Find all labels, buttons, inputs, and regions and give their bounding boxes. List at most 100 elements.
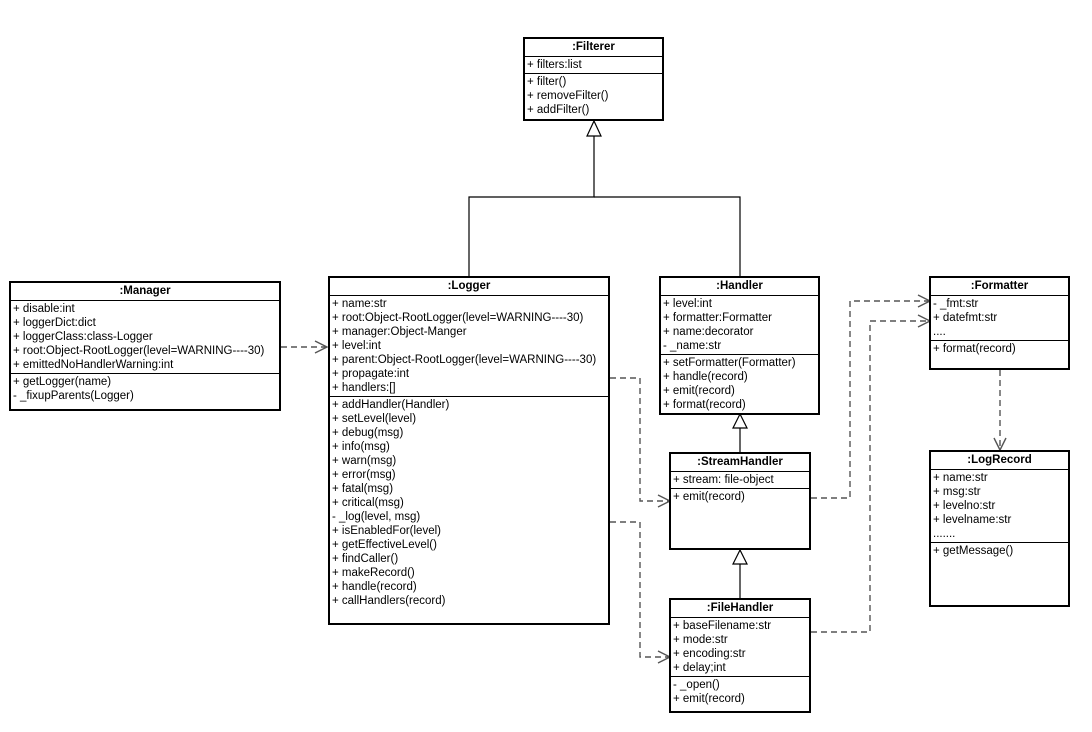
attribute: + baseFilename:str [673, 620, 772, 632]
method: + handle(record) [332, 581, 417, 593]
attribute: + emittedNoHandlerWarning:int [13, 359, 174, 371]
method: + emit(record) [673, 491, 745, 503]
method: + info(msg) [332, 441, 390, 453]
attribute: + root:Object-RootLogger(level=WARNING--… [332, 312, 584, 324]
class-name: :Formatter [931, 278, 1068, 296]
method: + setFormatter(Formatter) [663, 357, 796, 369]
attribute: .... [933, 326, 946, 338]
attribute: + msg:str [933, 486, 981, 498]
method: + callHandlers(record) [332, 595, 446, 607]
class-name: :Manager [11, 283, 279, 301]
method: + emit(record) [663, 385, 735, 397]
attribute: + loggerDict:dict [13, 317, 96, 329]
attribute: + name:decorator [663, 326, 754, 338]
class-filehandler[interactable]: :FileHandler + baseFilename:str + mode:s… [669, 598, 811, 713]
attributes-section: - _fmt:str + datefmt:str .... [931, 296, 1068, 341]
class-handler[interactable]: :Handler + level:int + formatter:Formatt… [659, 276, 820, 415]
class-name: :Handler [661, 278, 818, 296]
attributes-section: + baseFilename:str + mode:str + encoding… [671, 618, 809, 677]
generalization-handler-filterer [594, 196, 741, 276]
method: + getEffectiveLevel() [332, 539, 437, 551]
attribute: ....... [933, 528, 956, 540]
method: + filter() [527, 76, 567, 88]
method: + critical(msg) [332, 497, 404, 509]
attributes-section: + level:int + formatter:Formatter + name… [661, 296, 818, 355]
method: - _log(level, msg) [332, 511, 421, 523]
methods-section: + emit(record) [671, 489, 809, 505]
attribute: + levelno:str [933, 500, 996, 512]
method: + removeFilter() [527, 90, 609, 102]
attribute: - _name:str [663, 340, 722, 352]
method: - _open() [673, 679, 720, 691]
dependency-logger-streamhandler [610, 377, 669, 502]
methods-section: + format(record) [931, 341, 1068, 357]
attribute: + name:str [332, 298, 387, 310]
class-streamhandler[interactable]: :StreamHandler + stream: file-object + e… [669, 452, 811, 550]
attribute: + root:Object-RootLogger(level=WARNING--… [13, 345, 265, 357]
attribute: + datefmt:str [933, 312, 998, 324]
class-name: :LogRecord [931, 452, 1068, 470]
attribute: + stream: file-object [673, 474, 774, 486]
method: + warn(msg) [332, 455, 397, 467]
methods-section: + getLogger(name) - _fixupParents(Logger… [11, 374, 279, 404]
methods-section: + setFormatter(Formatter) + handle(recor… [661, 355, 818, 413]
dependency-arrowhead-logger [314, 340, 329, 354]
attribute: + loggerClass:class-Logger [13, 331, 153, 343]
methods-section: - _open() + emit(record) [671, 677, 809, 707]
method: + addFilter() [527, 104, 590, 116]
method: + makeRecord() [332, 567, 415, 579]
method: - _fixupParents(Logger) [13, 390, 134, 402]
attribute: - _fmt:str [933, 298, 979, 310]
generalization-logger-filterer [468, 136, 595, 276]
method: + handle(record) [663, 371, 748, 383]
class-formatter[interactable]: :Formatter - _fmt:str + datefmt:str ....… [929, 276, 1070, 370]
class-name: :FileHandler [671, 600, 809, 618]
class-logrecord[interactable]: :LogRecord + name:str + msg:str + leveln… [929, 450, 1070, 607]
generalization-arrowhead-streamhandler [732, 548, 748, 565]
method: + getMessage() [933, 545, 1014, 557]
attribute: + parent:Object-RootLogger(level=WARNING… [332, 354, 597, 366]
attribute: + delay;int [673, 662, 726, 674]
method: + error(msg) [332, 469, 396, 481]
methods-section: + getMessage() [931, 543, 1068, 559]
method: + format(record) [663, 399, 746, 411]
attributes-section: + disable:int + loggerDict:dict + logger… [11, 301, 279, 374]
method: + format(record) [933, 343, 1016, 355]
method: + emit(record) [673, 693, 745, 705]
attribute: + encoding:str [673, 648, 746, 660]
class-name: :Filterer [525, 39, 662, 57]
dependency-filehandler-formatter [811, 320, 929, 633]
attribute: + filters:list [527, 59, 582, 71]
attribute: + levelname:str [933, 514, 1012, 526]
method: + debug(msg) [332, 427, 404, 439]
methods-section: + addHandler(Handler) + setLevel(level) … [330, 397, 608, 609]
attributes-section: + filters:list [525, 57, 662, 74]
attribute: + propagate:int [332, 368, 410, 380]
method: + setLevel(level) [332, 413, 417, 425]
generalization-arrowhead-filterer [586, 119, 602, 137]
method: + isEnabledFor(level) [332, 525, 441, 537]
attribute: + handlers:[] [332, 382, 396, 394]
attribute: + level:int [663, 298, 712, 310]
attribute: + mode:str [673, 634, 728, 646]
methods-section: + filter() + removeFilter() + addFilter(… [525, 74, 662, 118]
attribute: + name:str [933, 472, 988, 484]
method: + findCaller() [332, 553, 399, 565]
class-filterer[interactable]: :Filterer + filters:list + filter() + re… [523, 37, 664, 121]
attributes-section: + name:str + root:Object-RootLogger(leve… [330, 296, 608, 397]
class-logger[interactable]: :Logger + name:str + root:Object-RootLog… [328, 276, 610, 625]
attribute: + manager:Object-Manger [332, 326, 467, 338]
attribute: + formatter:Formatter [663, 312, 772, 324]
method: + getLogger(name) [13, 376, 112, 388]
dependency-logger-filehandler [610, 521, 669, 658]
class-name: :StreamHandler [671, 454, 809, 472]
class-manager[interactable]: :Manager + disable:int + loggerDict:dict… [9, 281, 281, 411]
attribute: + disable:int [13, 303, 75, 315]
generalization-arrowhead-handler [732, 412, 748, 429]
attributes-section: + name:str + msg:str + levelno:str + lev… [931, 470, 1068, 543]
class-name: :Logger [330, 278, 608, 296]
method: + addHandler(Handler) [332, 399, 450, 411]
method: + fatal(msg) [332, 483, 394, 495]
dependency-streamhandler-formatter [811, 300, 929, 499]
attribute: + level:int [332, 340, 381, 352]
